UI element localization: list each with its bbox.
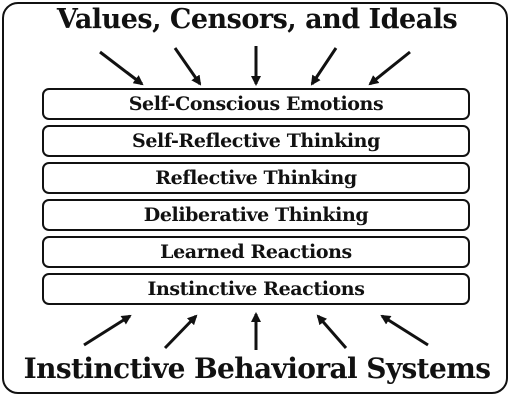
top-label: Values, Censors, and Ideals bbox=[56, 4, 458, 35]
arrow-top-5 bbox=[368, 50, 411, 86]
arrow-top-2 bbox=[173, 47, 202, 86]
layer-instinctive-reactions: Instinctive Reactions bbox=[42, 273, 470, 305]
arrow-bottom-4 bbox=[316, 314, 348, 349]
bottom-label: Instinctive Behavioral Systems bbox=[23, 352, 491, 385]
layer-self-conscious-emotions: Self-Conscious Emotions bbox=[42, 88, 470, 120]
layer-stack: Self-Conscious Emotions Self-Reflective … bbox=[42, 88, 470, 310]
arrow-bottom-5 bbox=[380, 314, 429, 347]
layer-learned-reactions: Learned Reactions bbox=[42, 236, 470, 268]
arrow-top-4 bbox=[310, 47, 338, 86]
arrow-top-1 bbox=[99, 50, 144, 86]
diagram-frame bbox=[2, 2, 508, 394]
layer-reflective-thinking: Reflective Thinking bbox=[42, 162, 470, 194]
arrow-bottom-1 bbox=[83, 314, 132, 347]
layer-deliberative-thinking: Deliberative Thinking bbox=[42, 199, 470, 231]
arrow-bottom-2 bbox=[163, 314, 198, 350]
layer-self-reflective-thinking: Self-Reflective Thinking bbox=[42, 125, 470, 157]
